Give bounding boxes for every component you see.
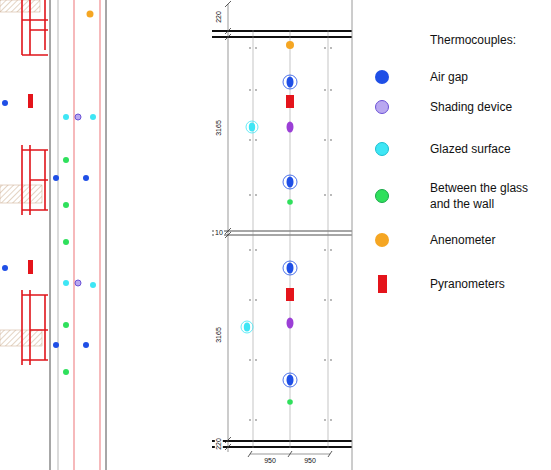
glass-pane — [106, 0, 107, 470]
fixing-dots — [249, 47, 332, 421]
glazed-dot — [249, 123, 255, 132]
wall-gap-dot — [287, 199, 293, 205]
structure-frame — [22, 0, 48, 365]
dimension-line — [228, 4, 229, 452]
legend-swatch — [375, 70, 389, 84]
anemometer-dot — [286, 41, 294, 49]
legend-swatch — [375, 100, 389, 114]
glazed-dot — [63, 114, 69, 120]
shading-dot — [75, 114, 81, 120]
air-gap-dot — [53, 175, 59, 181]
joint-line — [212, 231, 352, 232]
shading-dot — [75, 280, 81, 286]
pyranometer-mark — [28, 94, 33, 108]
dimension-text: 950 — [263, 457, 277, 465]
shading-dot — [287, 122, 294, 133]
air-gap-ring — [283, 261, 297, 275]
glazed-dot — [244, 323, 250, 332]
slab-line — [212, 446, 352, 448]
dimension-text: 3165 — [215, 119, 223, 137]
air-gap-dot — [287, 375, 294, 386]
legend-swatch — [375, 189, 389, 203]
wall-gap-dot — [63, 322, 69, 328]
legend-text: Anenometer — [430, 232, 542, 248]
floor-slab — [0, 0, 42, 346]
air-gap-ring — [283, 175, 297, 189]
dimension-ticks — [248, 451, 332, 457]
legend-text: Between the glass and the wall — [430, 180, 542, 212]
air-gap-dot — [287, 177, 294, 188]
legend-swatch — [378, 275, 387, 293]
dimension-text: 220 — [215, 437, 223, 451]
glazed-dot — [63, 280, 69, 286]
air-gap-dot — [83, 342, 89, 348]
glass-pane — [50, 0, 51, 470]
dimension-ticks — [225, 1, 231, 450]
air-gap-dot — [287, 263, 294, 274]
legend-swatch — [375, 142, 389, 156]
dimension-text: 3165 — [215, 326, 223, 344]
slab-hatch — [0, 0, 40, 12]
air-gap-dot — [2, 265, 8, 271]
air-gap-ring — [283, 75, 297, 89]
wall-gap-dot — [63, 239, 69, 245]
air-gap-dot — [2, 100, 8, 106]
slab-hatch — [0, 330, 42, 346]
wall-gap-dot — [63, 157, 69, 163]
glass-pane — [58, 0, 59, 470]
shading-line — [74, 0, 75, 470]
panel-divider — [352, 0, 353, 470]
pyranometer-mark — [286, 95, 294, 108]
legend-text: Pyranometers — [430, 276, 542, 292]
dimension-text: 10 — [214, 229, 224, 237]
legend-text: Air gap — [430, 69, 542, 85]
pyranometer-mark — [28, 260, 33, 274]
dimension-text: 220 — [215, 10, 223, 24]
glazing-lines — [50, 0, 106, 470]
air-gap-dot — [287, 77, 294, 88]
slab-hatch — [0, 185, 42, 203]
air-gap-ring — [283, 373, 297, 387]
dimension-text: 950 — [303, 457, 317, 465]
legend-text: Shading device — [430, 99, 542, 115]
glazed-ring — [246, 121, 258, 133]
joint-line — [212, 235, 352, 236]
section-sensors — [2, 11, 96, 376]
air-gap-dot — [83, 175, 89, 181]
anemometer-dot — [87, 11, 94, 18]
slab-line — [212, 440, 352, 442]
glazed-ring — [241, 321, 253, 333]
pyranometer-mark — [286, 288, 294, 301]
mullion-line — [253, 30, 254, 448]
glazed-dot — [90, 282, 96, 288]
wall-gap-dot — [63, 202, 69, 208]
wall-gap-dot — [287, 399, 293, 405]
shading-line — [100, 0, 101, 470]
slab-line — [212, 36, 352, 38]
wall-gap-dot — [63, 369, 69, 375]
mullion-line — [328, 30, 329, 448]
shading-dot — [287, 318, 294, 329]
elevation-frame — [212, 1, 352, 457]
legend-title: Thermocouples: — [430, 32, 516, 48]
slab-line — [212, 30, 352, 32]
elevation-sensors — [241, 41, 297, 405]
air-gap-dot — [53, 342, 59, 348]
glazed-dot — [90, 114, 96, 120]
legend-text: Glazed surface — [430, 141, 542, 157]
legend-swatch — [375, 233, 389, 247]
